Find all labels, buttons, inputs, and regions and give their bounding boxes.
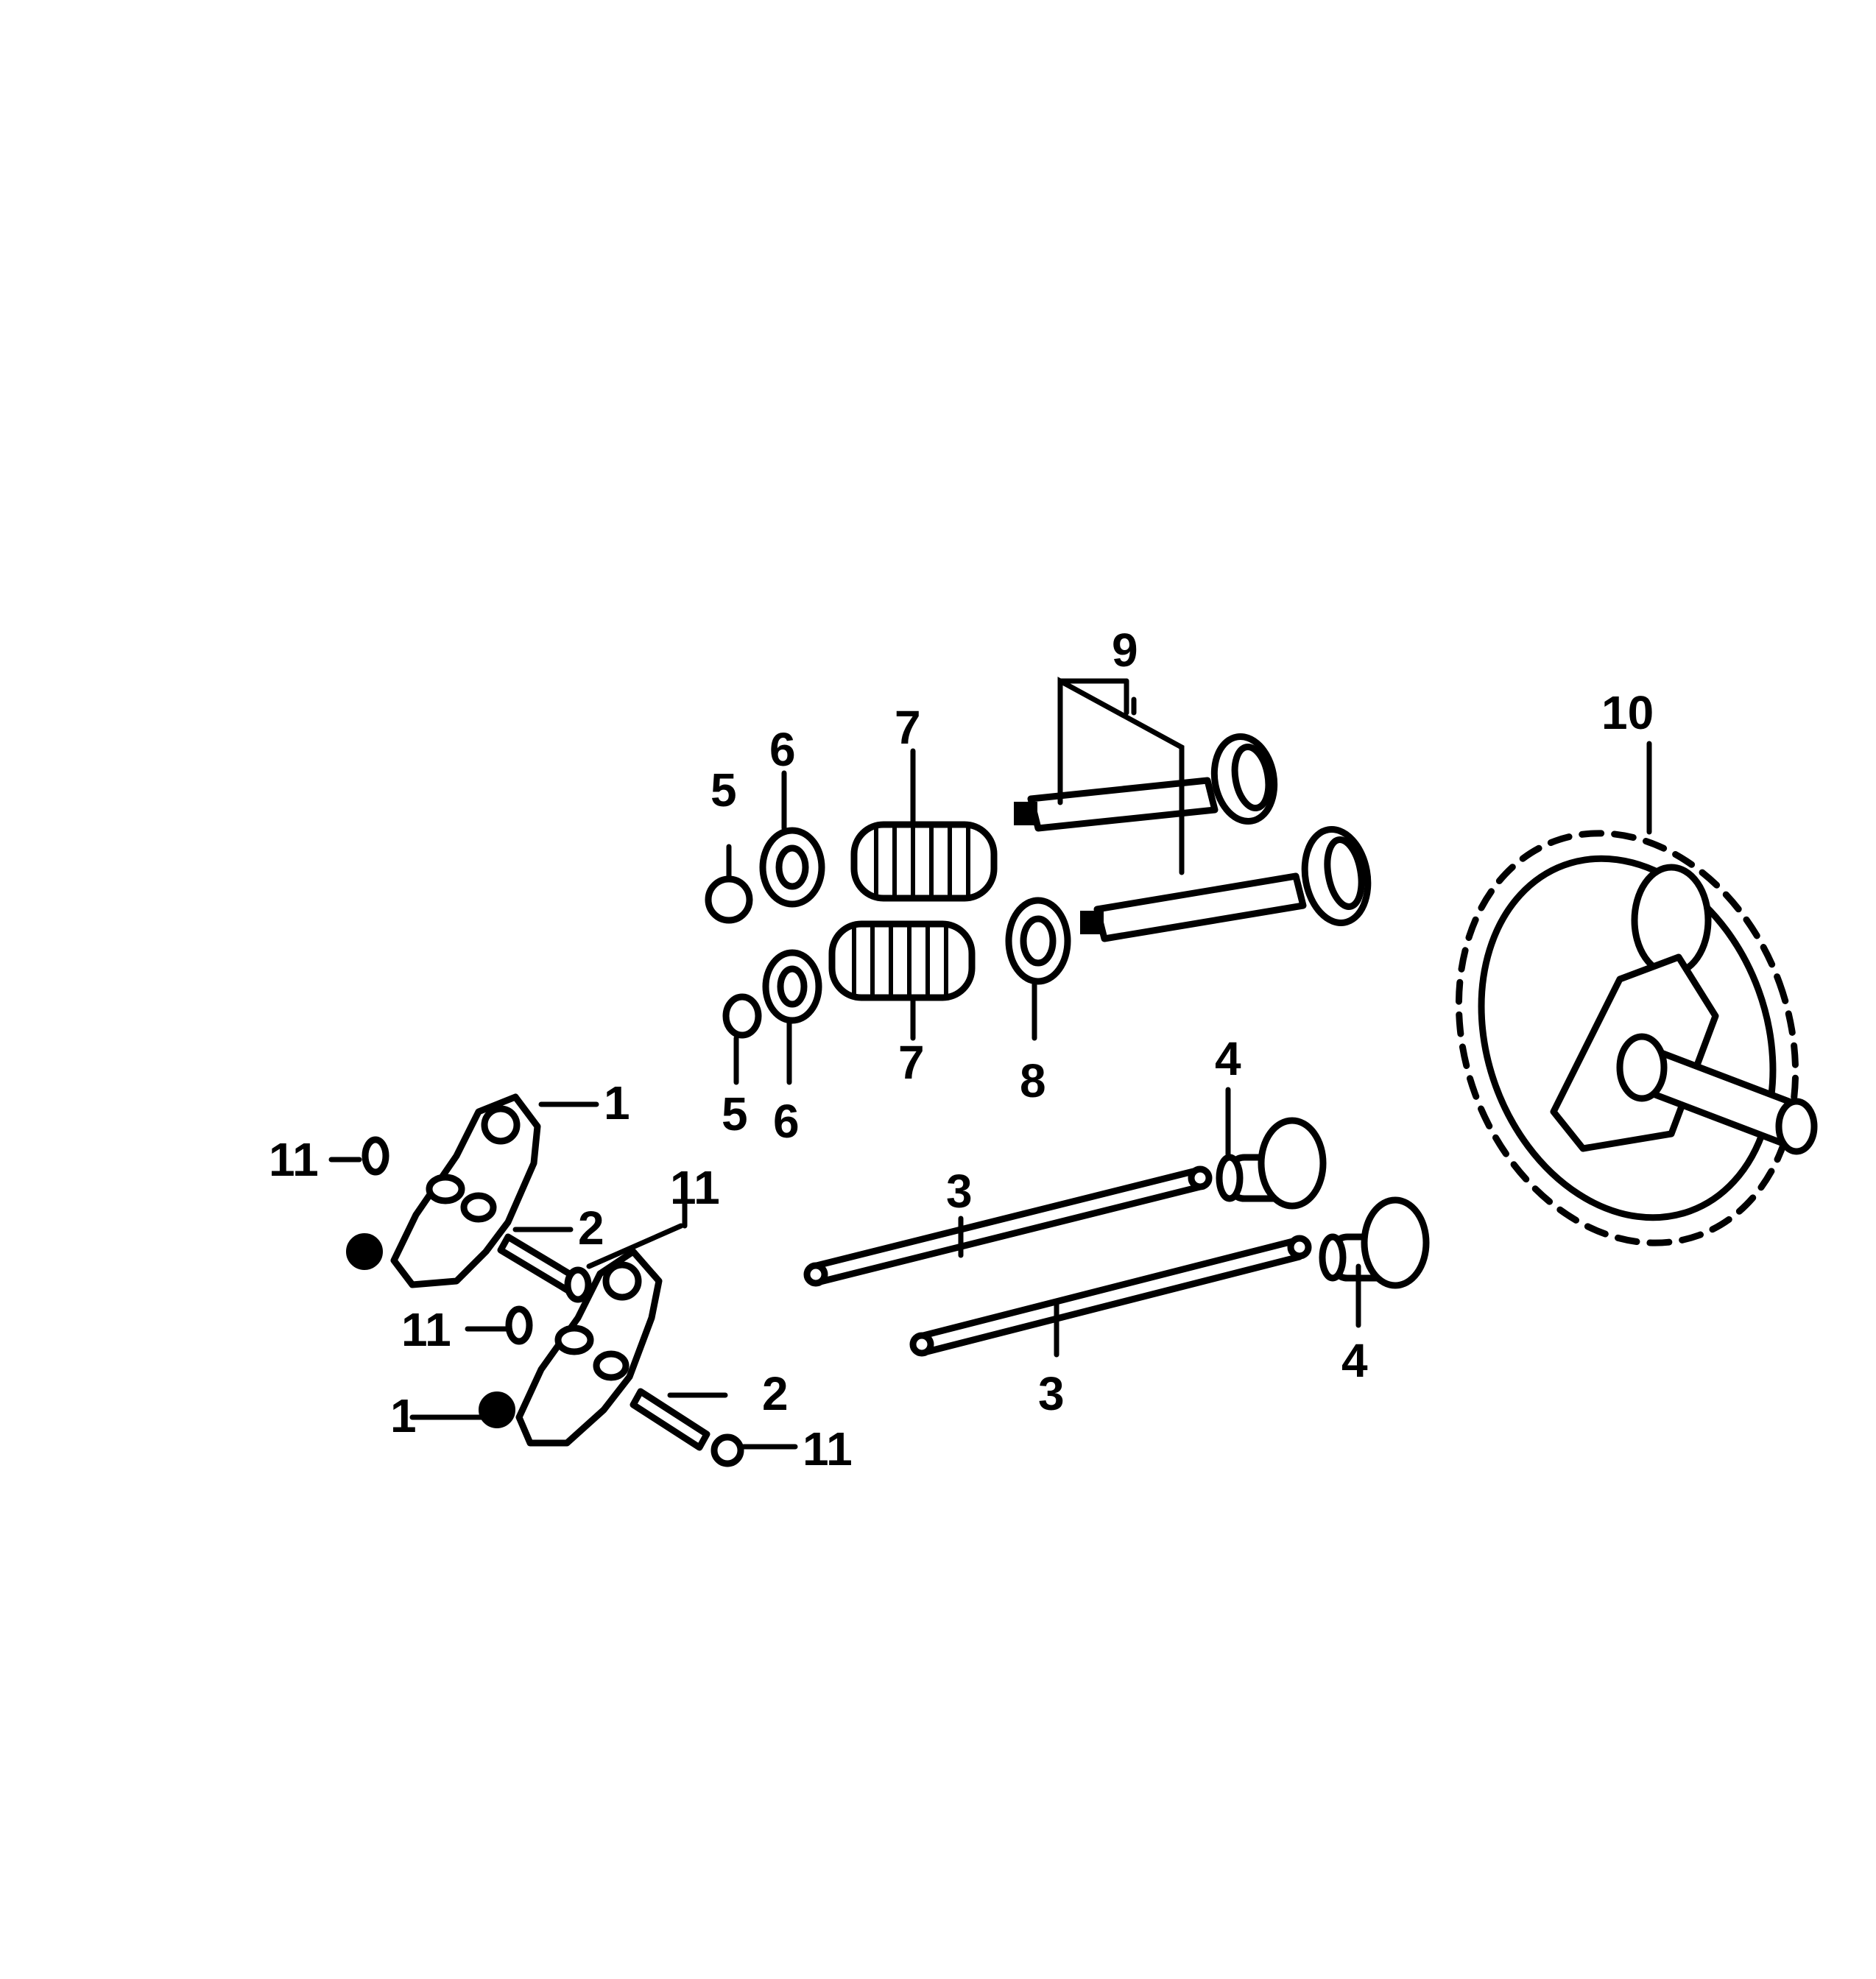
circlip-c <box>505 1305 533 1345</box>
callout-circlip-c: 11 <box>401 1303 451 1356</box>
callout-spring-retainer-upper: 6 <box>769 723 796 776</box>
callouts: 5 6 7 9 10 7 8 5 6 4 4 3 3 1 2 2 1 11 11… <box>269 624 1654 1475</box>
callout-tappet-upper: 4 <box>1215 1032 1241 1085</box>
callout-valve-spring-lower: 7 <box>898 1036 925 1089</box>
valve-spring-upper <box>850 821 998 902</box>
callout-circlip-d: 11 <box>803 1422 853 1475</box>
callout-circlip-a: 11 <box>269 1133 319 1186</box>
callout-valve-spring-upper: 7 <box>895 701 921 754</box>
callout-tappet-lower: 4 <box>1341 1334 1368 1387</box>
spring-retainer-lower <box>762 949 822 1024</box>
camshaft-gear <box>1455 830 1818 1246</box>
leader-lines <box>328 696 1652 1450</box>
circlip-d <box>710 1433 744 1467</box>
callout-valve-rotator: 8 <box>1020 1054 1046 1107</box>
circlip-b <box>564 1266 592 1303</box>
valve-lower <box>1080 826 1372 942</box>
callout-rocker-arm-lower: 1 <box>390 1389 417 1442</box>
circlip-a <box>362 1136 389 1176</box>
pivot-pin-lower <box>630 1388 710 1451</box>
rocker-arm-upper <box>346 1093 541 1288</box>
push-rod-lower <box>909 1235 1312 1357</box>
push-rod-upper <box>803 1165 1213 1287</box>
tappet-lower <box>1319 1196 1430 1289</box>
spring-retainer-upper <box>759 827 825 908</box>
callout-circlip-b: 11 <box>670 1161 720 1214</box>
callout-retainer-clip-upper: 5 <box>710 763 737 816</box>
callout-pivot-pin-lower: 2 <box>762 1367 789 1420</box>
callout-valve-set: 9 <box>1112 624 1138 677</box>
retainer-clip-lower <box>722 993 762 1039</box>
callout-rocker-arm-upper: 1 <box>604 1076 630 1129</box>
callout-pivot-pin-upper: 2 <box>578 1202 604 1255</box>
callout-spring-retainer-lower: 6 <box>773 1095 800 1148</box>
valve-upper <box>1014 733 1278 832</box>
callout-push-rod-upper: 3 <box>946 1165 973 1218</box>
valve-rotator <box>1005 897 1071 985</box>
tappet-upper <box>1216 1117 1327 1210</box>
callout-retainer-clip-lower: 5 <box>722 1087 748 1140</box>
retainer-clip-upper <box>705 875 753 924</box>
callout-push-rod-lower: 3 <box>1038 1367 1065 1420</box>
valve-spring-lower <box>828 920 976 1001</box>
valve-set-bracket <box>1057 677 1185 875</box>
callout-camshaft-gear: 10 <box>1601 686 1654 739</box>
